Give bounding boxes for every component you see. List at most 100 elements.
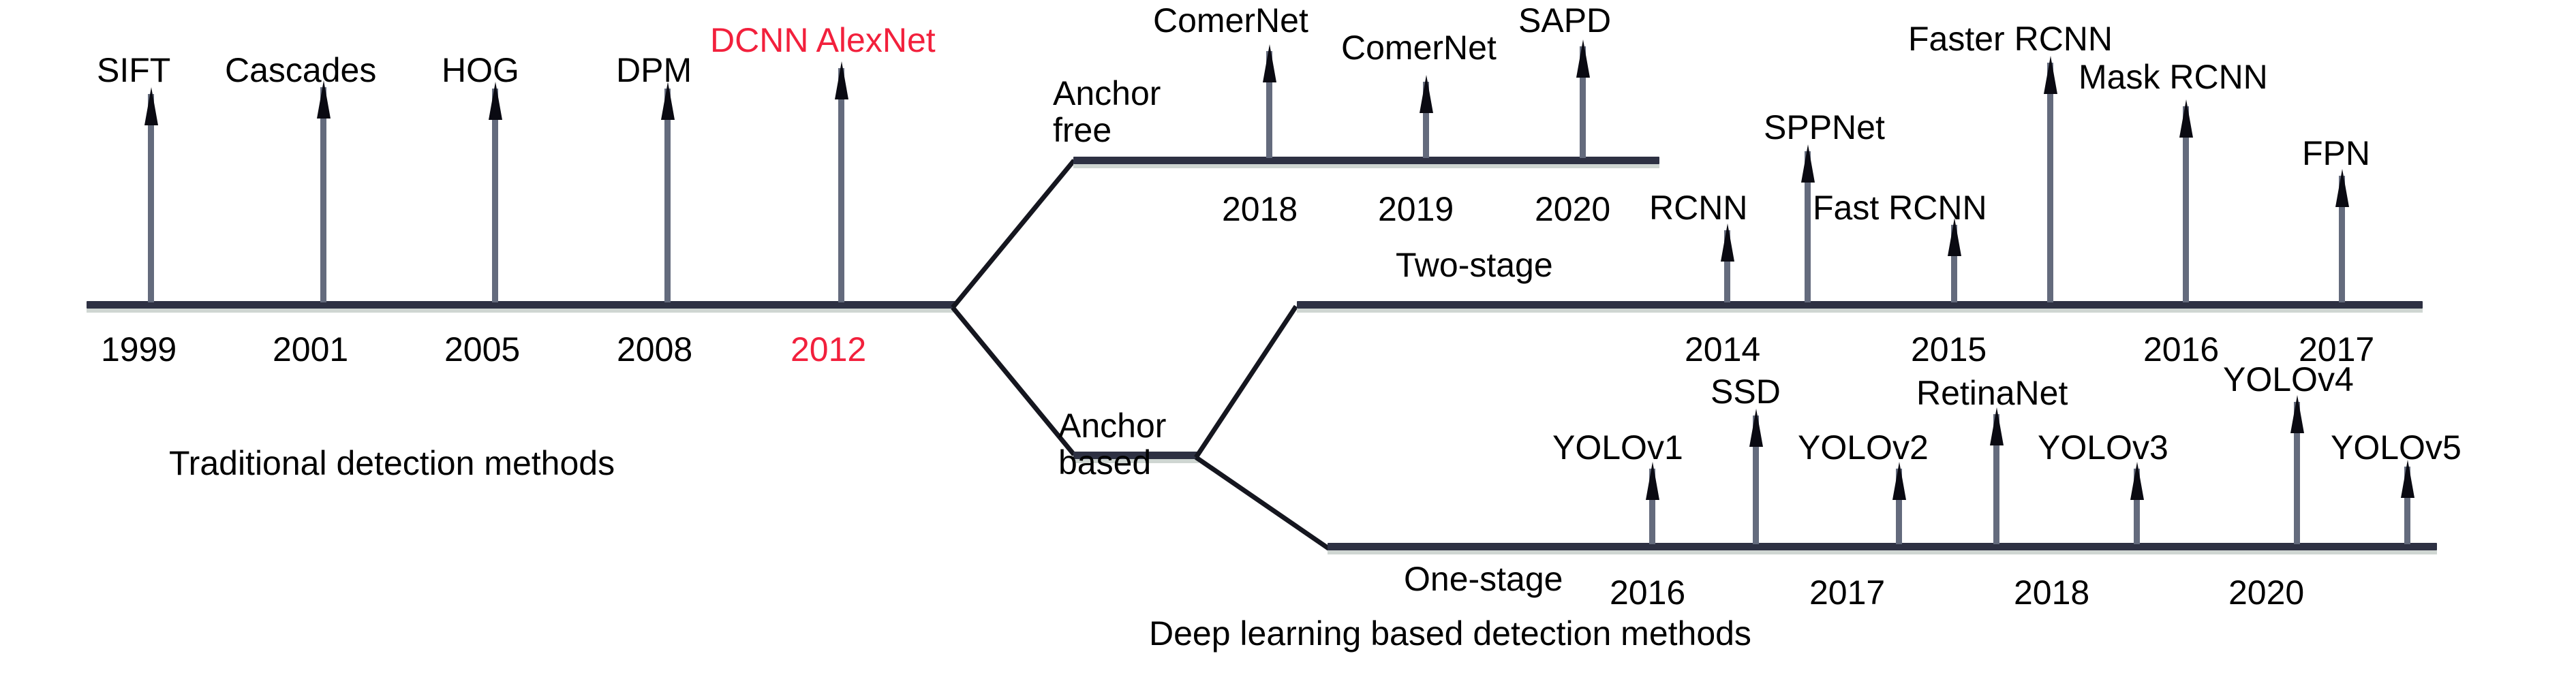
label-sift: SIFT (97, 51, 171, 89)
two-stage-axis-shadow (1297, 308, 2423, 313)
marker-head-hog (489, 82, 502, 120)
marker-dpm (664, 89, 671, 302)
anchor-free-line-1: Anchor (1053, 74, 1161, 112)
year-2008: 2008 (617, 330, 693, 368)
marker-cornernet-2019 (1423, 82, 1429, 158)
anchor-free-line-2: free (1053, 111, 1112, 149)
marker-head-cornernet-2019 (1420, 75, 1433, 113)
year-os-2020: 2020 (2228, 574, 2305, 612)
marker-head-yolov5 (2401, 460, 2414, 498)
one-stage-axis-shadow (1328, 550, 2437, 554)
marker-head-dcnn-alexnet (835, 61, 848, 99)
label-yolov2: YOLOv2 (1798, 428, 1929, 467)
year-ts-2016: 2016 (2143, 330, 2220, 368)
label-cascades: Cascades (225, 51, 377, 89)
one-stage-axis (1328, 543, 2437, 550)
marker-faster-rcnn (2047, 63, 2053, 302)
fork-to-anchor-based (951, 306, 1076, 456)
marker-head-mask-rcnn (2179, 99, 2193, 138)
label-cornernet-2019: ComerNet (1341, 29, 1497, 67)
marker-head-fast-rcnn (1948, 218, 1961, 256)
marker-head-dpm (661, 82, 675, 120)
anchor-based-line-1: Anchor (1058, 407, 1167, 445)
year-os-2017: 2017 (1809, 574, 1886, 612)
marker-retinanet (1993, 414, 1999, 544)
marker-yolov1 (1649, 469, 1655, 544)
marker-head-rcnn (1721, 223, 1734, 262)
branch-label-anchor-based: Anchor based (1058, 407, 1166, 481)
anchor-based-stub-shadow (1073, 458, 1199, 463)
marker-head-sapd (1576, 40, 1590, 78)
anchor-based-line-2: based (1058, 443, 1152, 482)
marker-cascades (320, 87, 326, 302)
marker-head-sppnet (1801, 144, 1815, 183)
anchor-free-axis (1073, 157, 1659, 164)
label-yolov3: YOLOv3 (2038, 428, 2168, 467)
label-dpm: DPM (616, 51, 692, 89)
marker-head-yolov2 (1892, 462, 1906, 500)
label-sppnet: SPPNet (1764, 108, 1885, 146)
year-1999: 1999 (101, 330, 177, 368)
label-yolov1: YOLOv1 (1552, 428, 1683, 467)
marker-ssd (1753, 415, 1759, 544)
marker-head-retinanet (1990, 407, 2004, 445)
fork-to-anchor-free (951, 159, 1076, 309)
year-af-2020: 2020 (1535, 190, 1611, 228)
year-2012: 2012 (791, 330, 867, 368)
main-axis (87, 301, 955, 309)
label-hog: HOG (442, 51, 519, 89)
label-mask-rcnn: Mask RCNN (2079, 58, 2268, 96)
year-ts-2014: 2014 (1685, 330, 1761, 368)
label-rcnn: RCNN (1649, 189, 1748, 227)
anchor-based-stub (1073, 452, 1199, 459)
marker-sppnet (1805, 151, 1811, 302)
year-af-2019: 2019 (1378, 190, 1454, 228)
marker-cornernet-2018 (1266, 51, 1272, 158)
year-ts-2017: 2017 (2299, 330, 2375, 368)
marker-head-yolov3 (2130, 462, 2144, 500)
branch-label-anchor-free: Anchor free (1053, 75, 1161, 148)
year-af-2018: 2018 (1222, 190, 1298, 228)
marker-mask-rcnn (2183, 106, 2189, 302)
year-ts-2015: 2015 (1911, 330, 1987, 368)
label-yolov4: YOLOv4 (2223, 360, 2354, 398)
branch-label-two-stage: Two-stage (1396, 246, 1553, 284)
label-yolov5: YOLOv5 (2331, 428, 2462, 467)
two-stage-axis (1297, 301, 2423, 309)
marker-sift (148, 94, 154, 302)
marker-rcnn (1724, 230, 1730, 302)
marker-yolov3 (2134, 469, 2140, 544)
fork-to-two-stage (1194, 304, 1298, 459)
anchor-free-axis-shadow (1073, 163, 1659, 168)
marker-yolov2 (1896, 469, 1902, 544)
marker-head-yolov1 (1646, 462, 1659, 500)
marker-fpn (2339, 176, 2345, 302)
year-os-2016: 2016 (1610, 574, 1686, 612)
label-ssd: SSD (1711, 373, 1781, 411)
label-cornernet-2018: ComerNet (1153, 1, 1308, 40)
marker-fast-rcnn (1951, 225, 1957, 302)
year-2001: 2001 (273, 330, 349, 368)
label-sapd: SAPD (1518, 1, 1612, 40)
marker-head-cascades (317, 80, 331, 119)
caption-deep-learning: Deep learning based detection methods (1149, 614, 1751, 653)
caption-traditional: Traditional detection methods (169, 444, 615, 482)
label-fpn: FPN (2302, 134, 2370, 172)
marker-hog (492, 89, 498, 302)
year-os-2018: 2018 (2014, 574, 2090, 612)
label-fast-rcnn: Fast RCNN (1813, 189, 1987, 227)
marker-head-faster-rcnn (2044, 56, 2057, 94)
marker-head-cornernet-2018 (1263, 44, 1276, 82)
marker-yolov4 (2294, 402, 2300, 544)
fork-to-one-stage (1195, 455, 1331, 551)
main-axis-shadow (87, 308, 955, 313)
label-retinanet: RetinaNet (1916, 374, 2068, 412)
branch-label-one-stage: One-stage (1404, 560, 1563, 598)
marker-head-yolov4 (2290, 395, 2304, 433)
year-2005: 2005 (444, 330, 521, 368)
label-dcnn-alexnet: DCNN AlexNet (710, 21, 936, 59)
marker-dcnn-alexnet (838, 68, 844, 302)
marker-sapd (1580, 46, 1586, 158)
marker-yolov5 (2404, 467, 2410, 544)
